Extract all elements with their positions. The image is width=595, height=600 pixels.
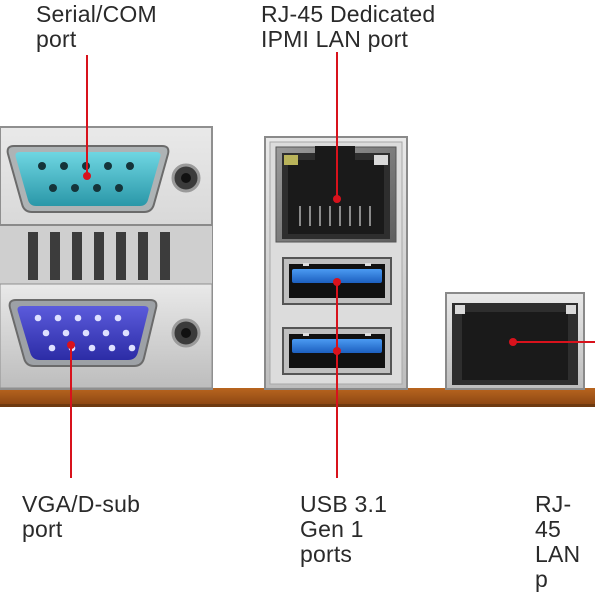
lan-port-label: RJ-45 LAN p xyxy=(535,492,581,592)
ipmi-lan-port-label: RJ-45 Dedicated IPMI LAN port xyxy=(261,1,436,52)
serial-port-label: Serial/COM port xyxy=(36,1,157,52)
usb-ports-label: USB 3.1 Gen 1 ports xyxy=(300,491,388,567)
usb-leader-dot-1 xyxy=(333,278,341,286)
vga-port-icon xyxy=(8,299,201,367)
ipmi-leader-dot xyxy=(333,195,341,203)
lan-leader-dot xyxy=(509,338,517,346)
serial-leader-dot xyxy=(83,172,91,180)
vga-leader-dot xyxy=(67,341,75,349)
leader-lines xyxy=(67,52,595,478)
pcb-board xyxy=(0,388,595,406)
pcb-board-edge xyxy=(0,404,595,407)
usb-leader-dot-2 xyxy=(333,347,341,355)
vga-port-label: VGA/D-sub port xyxy=(22,491,141,542)
